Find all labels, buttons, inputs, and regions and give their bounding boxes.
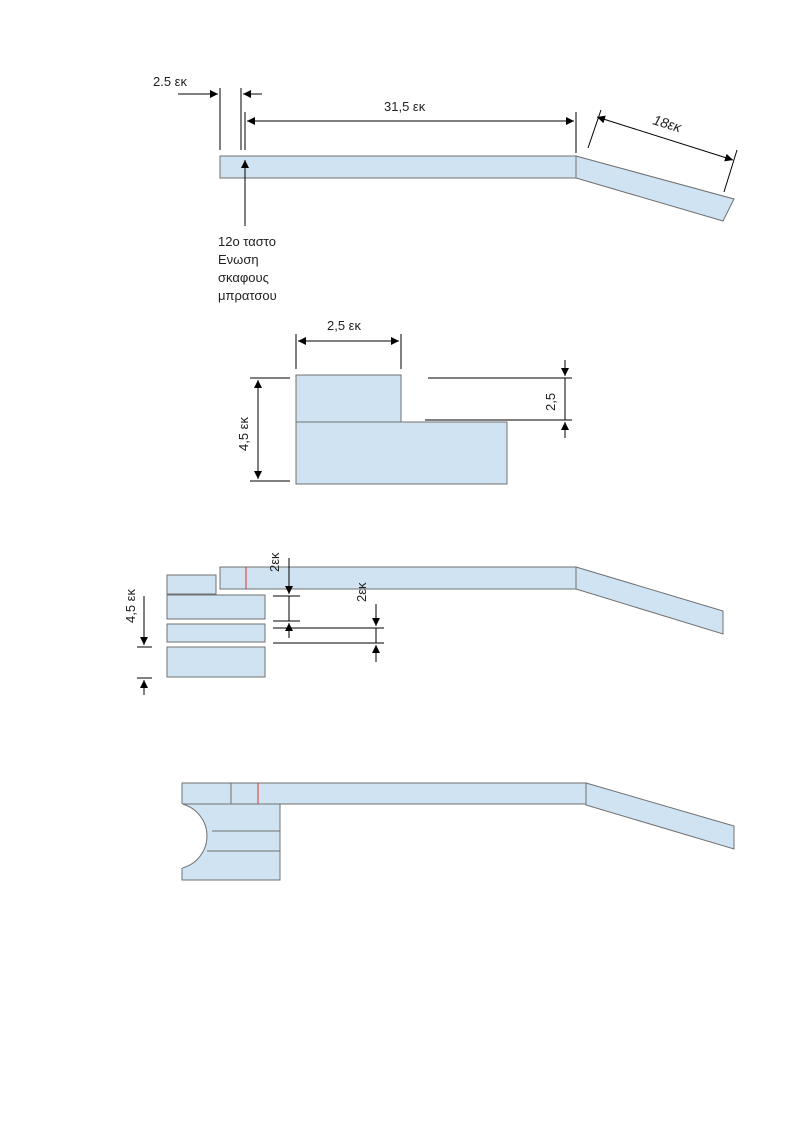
heel-layer (166, 646, 266, 678)
figure-3-laminated-heel: 4,5 εκ 2εκ 2εκ (123, 552, 724, 695)
heel-top-block (295, 374, 402, 423)
note-line-2: Ενωση (218, 252, 259, 267)
figure-2-heel-block: 2,5 εκ 4,5 εκ 2,5 (236, 318, 572, 485)
dim-b-label: 2εκ (354, 582, 369, 602)
heel-layer (166, 574, 217, 595)
ext-line (723, 149, 738, 193)
note-line-4: μπρατσου (218, 288, 277, 303)
heel-layer (166, 623, 266, 643)
dim-height-label: 4,5 εκ (236, 417, 251, 451)
figure-1-neck-side-view: 2.5 εκ 31,5 εκ 18εκ 12ο ταστο Ενωση σκαφ… (153, 74, 738, 303)
dim-step-label: 2,5 (543, 393, 558, 411)
dim-head-line (596, 115, 734, 162)
heel-assembly (181, 803, 281, 881)
dim-width-label: 2,5 εκ (327, 318, 361, 333)
heel-layer (166, 594, 266, 620)
headstock (575, 155, 735, 222)
headstock (585, 782, 735, 850)
headstock (575, 566, 724, 635)
note-line-1: 12ο ταστο (218, 234, 276, 249)
dim-stack-label: 4,5 εκ (123, 589, 138, 623)
figure-4-assembled-neck (181, 782, 735, 881)
neck-body (219, 155, 577, 179)
dim-a-label: 2εκ (267, 552, 282, 572)
dim-neck-label: 31,5 εκ (384, 99, 426, 114)
ext-line (587, 109, 602, 149)
note-line-3: σκαφους (218, 270, 269, 285)
neck-body (181, 782, 587, 805)
dim-head-label: 18εκ (651, 112, 684, 136)
dim-nut-label: 2.5 εκ (153, 74, 187, 89)
heel-base-block (295, 421, 508, 485)
